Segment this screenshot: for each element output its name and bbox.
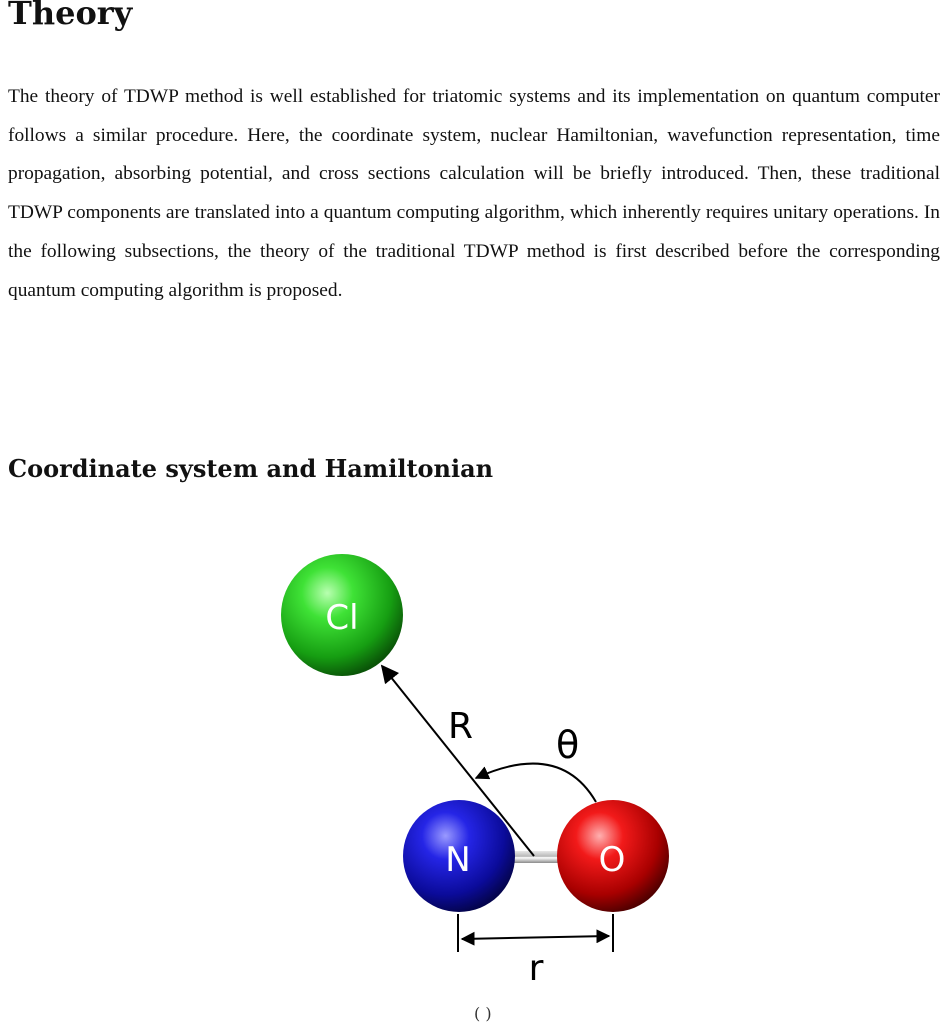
r-dimension-arrow [460, 929, 611, 946]
section-title: Theory [8, 0, 133, 32]
oxygen-label: O [599, 840, 626, 880]
subsection-title: Coordinate system and Hamiltonian [8, 454, 494, 483]
no-bond [500, 851, 572, 863]
bond-length-label: r [529, 948, 544, 989]
theta-arc [474, 762, 597, 803]
theta-label: θ [556, 723, 579, 767]
r-vector-label: R [448, 706, 473, 747]
caption-fragment: ( ) [474, 1004, 492, 1023]
molecule-diagram: Cl N O R θ r [281, 554, 669, 989]
chlorine-atom [281, 554, 403, 676]
body-paragraph: The theory of TDWP method is well establ… [8, 86, 940, 301]
r-vector-arrow [380, 664, 535, 857]
nitrogen-atom [403, 800, 515, 912]
chlorine-label: Cl [325, 598, 358, 638]
molecule-figure: Cl N O R θ r [270, 540, 690, 1016]
oxygen-atom [557, 800, 669, 912]
nitrogen-label: N [445, 840, 470, 880]
